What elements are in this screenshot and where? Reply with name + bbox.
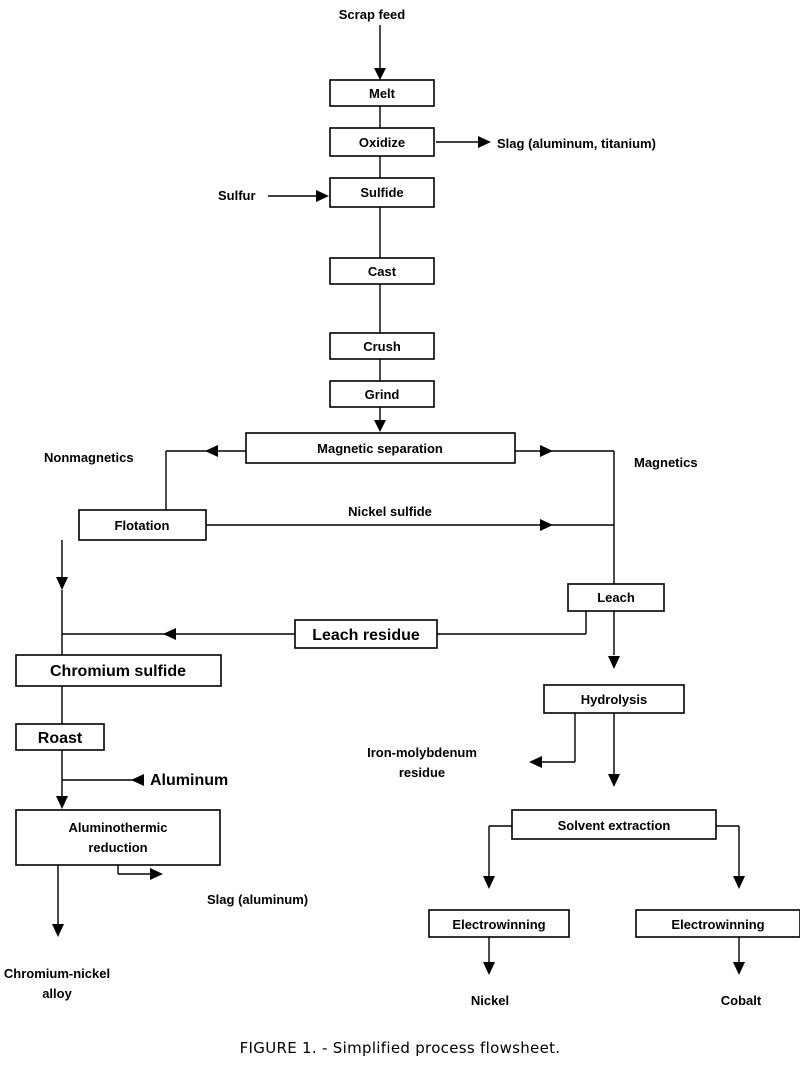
fe-mo-residue-label-line2: residue [399, 765, 445, 780]
hydrolysis-label: Hydrolysis [581, 692, 647, 707]
arrow-nonmagnetics [205, 445, 218, 457]
crush-label: Crush [363, 339, 401, 354]
cr-ni-alloy-label-line2: alloy [42, 986, 72, 1001]
chromium-sulfide-label: Chromium sulfide [50, 663, 186, 680]
connector-lines [57, 25, 740, 964]
slag-al-ti-label: Slag (aluminum, titanium) [497, 136, 656, 151]
arrow-aluminum-in [131, 774, 144, 786]
arrow-scrap-to-melt [374, 68, 386, 80]
process-step-roast: Roast [15, 723, 105, 751]
cr-ni-alloy-label-line1: Chromium-nickel [4, 966, 110, 981]
scrap-feed-label: Scrap feed [339, 7, 406, 22]
aluminothermic-label-line1: Aluminothermic [69, 820, 168, 835]
roast-label: Roast [38, 730, 83, 747]
magnetic-separation-label: Magnetic separation [317, 441, 443, 456]
solvent-extraction-label: Solvent extraction [558, 818, 671, 833]
arrow-to-slag-aluminum [150, 868, 163, 880]
nickel-product-label: Nickel [471, 993, 509, 1008]
arrow-nickel-sulfide [540, 519, 553, 531]
cast-label: Cast [368, 264, 397, 279]
arrow-leach-residue [163, 628, 176, 640]
arrow-sx-to-ew-cobalt [733, 876, 745, 889]
slag-aluminum-label: Slag (aluminum) [207, 892, 308, 907]
arrow-to-nickel [483, 962, 495, 975]
process-step-aluminothermic-reduction: Aluminothermic reduction [15, 809, 221, 866]
arrow-sx-to-ew-nickel [483, 876, 495, 889]
process-step-solvent-extraction: Solvent extraction [511, 809, 717, 840]
aluminothermic-label-line2: reduction [88, 840, 147, 855]
arrow-to-alloy [52, 924, 64, 937]
arrow-flotation-down [56, 577, 68, 590]
nonmagnetics-label: Nonmagnetics [44, 450, 134, 465]
electrowinning-nickel-label: Electrowinning [452, 917, 545, 932]
arrow-grind-to-magnetic [374, 420, 386, 432]
process-step-melt: Melt [329, 79, 435, 107]
leach-residue-label: Leach residue [312, 627, 420, 644]
sulfur-label: Sulfur [218, 188, 256, 203]
electrowinning-cobalt-label: Electrowinning [671, 917, 764, 932]
arrow-to-fe-mo-residue [529, 756, 542, 768]
arrow-to-cobalt [733, 962, 745, 975]
process-step-crush: Crush [329, 332, 435, 360]
process-step-sulfide: Sulfide [329, 177, 435, 208]
nickel-sulfide-label: Nickel sulfide [348, 504, 432, 519]
cobalt-product-label: Cobalt [721, 993, 762, 1008]
arrow-leach-to-hydrolysis [608, 656, 620, 669]
process-step-chromium-sulfide: Chromium sulfide [15, 654, 222, 687]
process-step-leach-residue: Leach residue [294, 619, 438, 649]
arrow-oxidize-to-slag [478, 136, 491, 148]
grind-label: Grind [365, 387, 400, 402]
fe-mo-residue-label-line1: Iron-molybdenum [367, 745, 477, 760]
flotation-label: Flotation [115, 518, 170, 533]
arrow-hydrolysis-to-sx [608, 774, 620, 787]
process-step-leach: Leach [567, 583, 665, 612]
magnetics-label: Magnetics [634, 455, 698, 470]
aluminum-label: Aluminum [150, 772, 228, 789]
sulfide-label: Sulfide [360, 185, 403, 200]
oxidize-label: Oxidize [359, 135, 405, 150]
process-step-grind: Grind [329, 380, 435, 408]
figure-caption: FIGURE 1. - Simplified process flowsheet… [240, 1039, 561, 1057]
process-step-flotation: Flotation [78, 509, 207, 541]
melt-label: Melt [369, 86, 396, 101]
leach-label: Leach [597, 590, 635, 605]
process-step-electrowinning-nickel: Electrowinning [428, 909, 570, 938]
process-step-electrowinning-cobalt: Electrowinning [635, 909, 800, 938]
process-step-magnetic-separation: Magnetic separation [245, 432, 516, 464]
process-step-cast: Cast [329, 257, 435, 285]
process-step-hydrolysis: Hydrolysis [543, 684, 685, 714]
arrow-roast-to-aluminothermic [56, 796, 68, 809]
arrowheads [52, 68, 745, 975]
process-step-oxidize: Oxidize [329, 127, 435, 157]
arrow-magnetics [540, 445, 553, 457]
arrow-sulfur-to-sulfide [316, 190, 329, 202]
